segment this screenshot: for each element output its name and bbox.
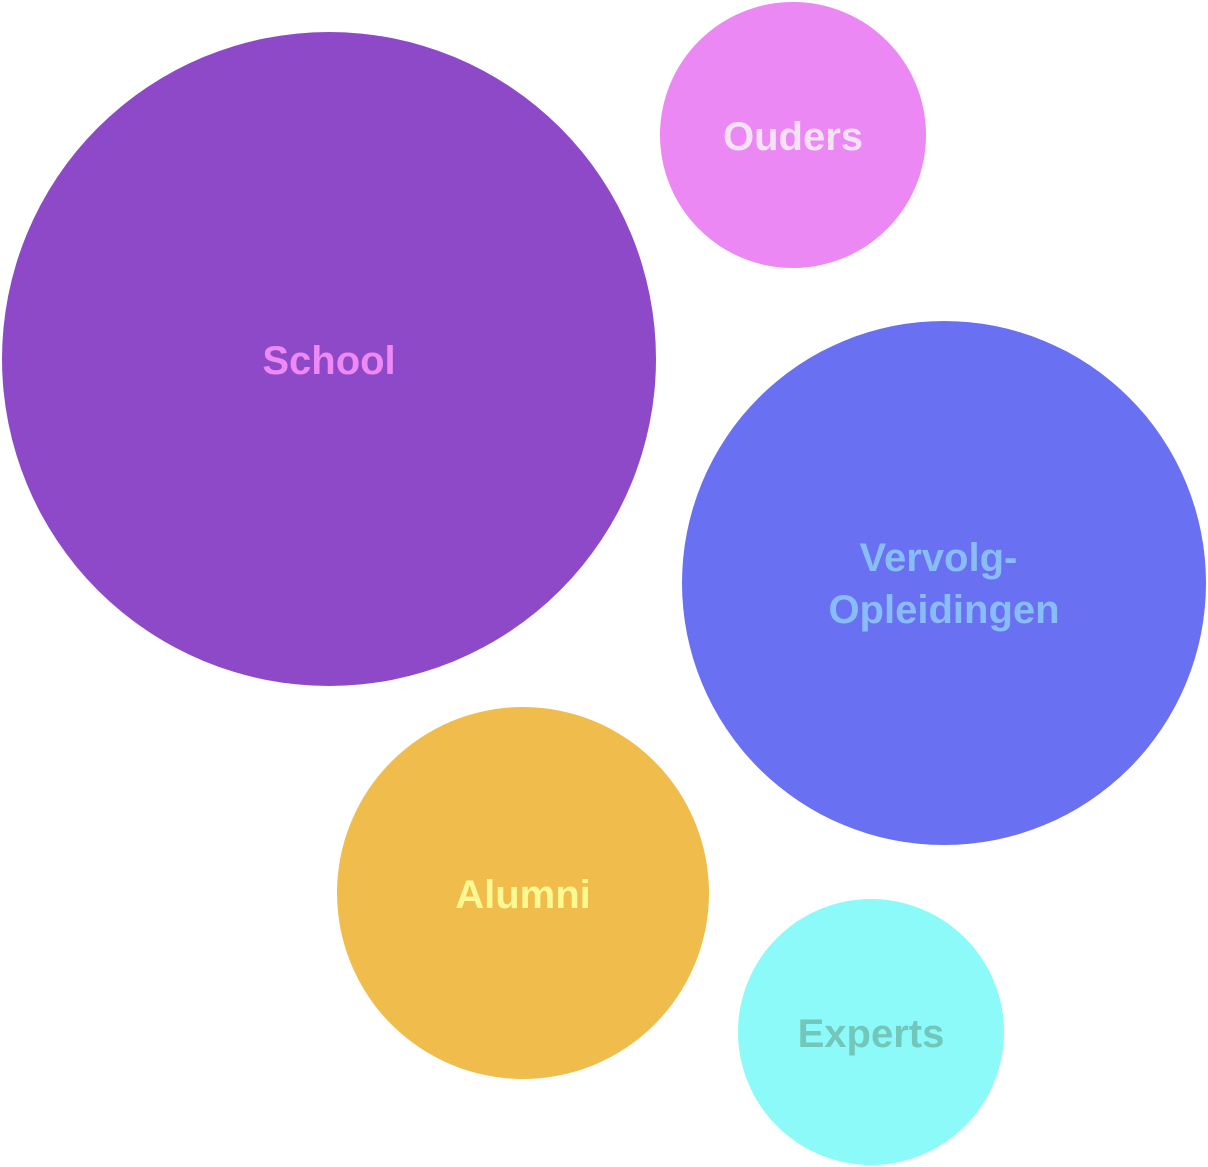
- bubble-vervolg-opleidingen-label: Vervolg- Opleidingen: [828, 536, 1059, 632]
- bubble-school: School: [2, 32, 656, 686]
- bubble-ouders-circle: [660, 2, 926, 268]
- bubble-experts-circle: [738, 899, 1004, 1165]
- bubble-ouders: Ouders: [660, 2, 926, 268]
- bubble-vervolg-opleidingen-circle: [682, 321, 1206, 845]
- bubble-experts: Experts: [738, 899, 1004, 1165]
- bubble-school-circle: [2, 32, 656, 686]
- bubble-ouders-label: Ouders: [723, 115, 863, 159]
- bubble-alumni-label: Alumni: [455, 873, 591, 917]
- bubble-school-label: School: [262, 339, 395, 383]
- bubble-alumni-circle: [337, 707, 709, 1079]
- bubble-alumni: Alumni: [337, 707, 709, 1079]
- bubble-experts-label: Experts: [798, 1012, 945, 1056]
- bubble-vervolg-opleidingen: Vervolg- Opleidingen: [682, 321, 1206, 845]
